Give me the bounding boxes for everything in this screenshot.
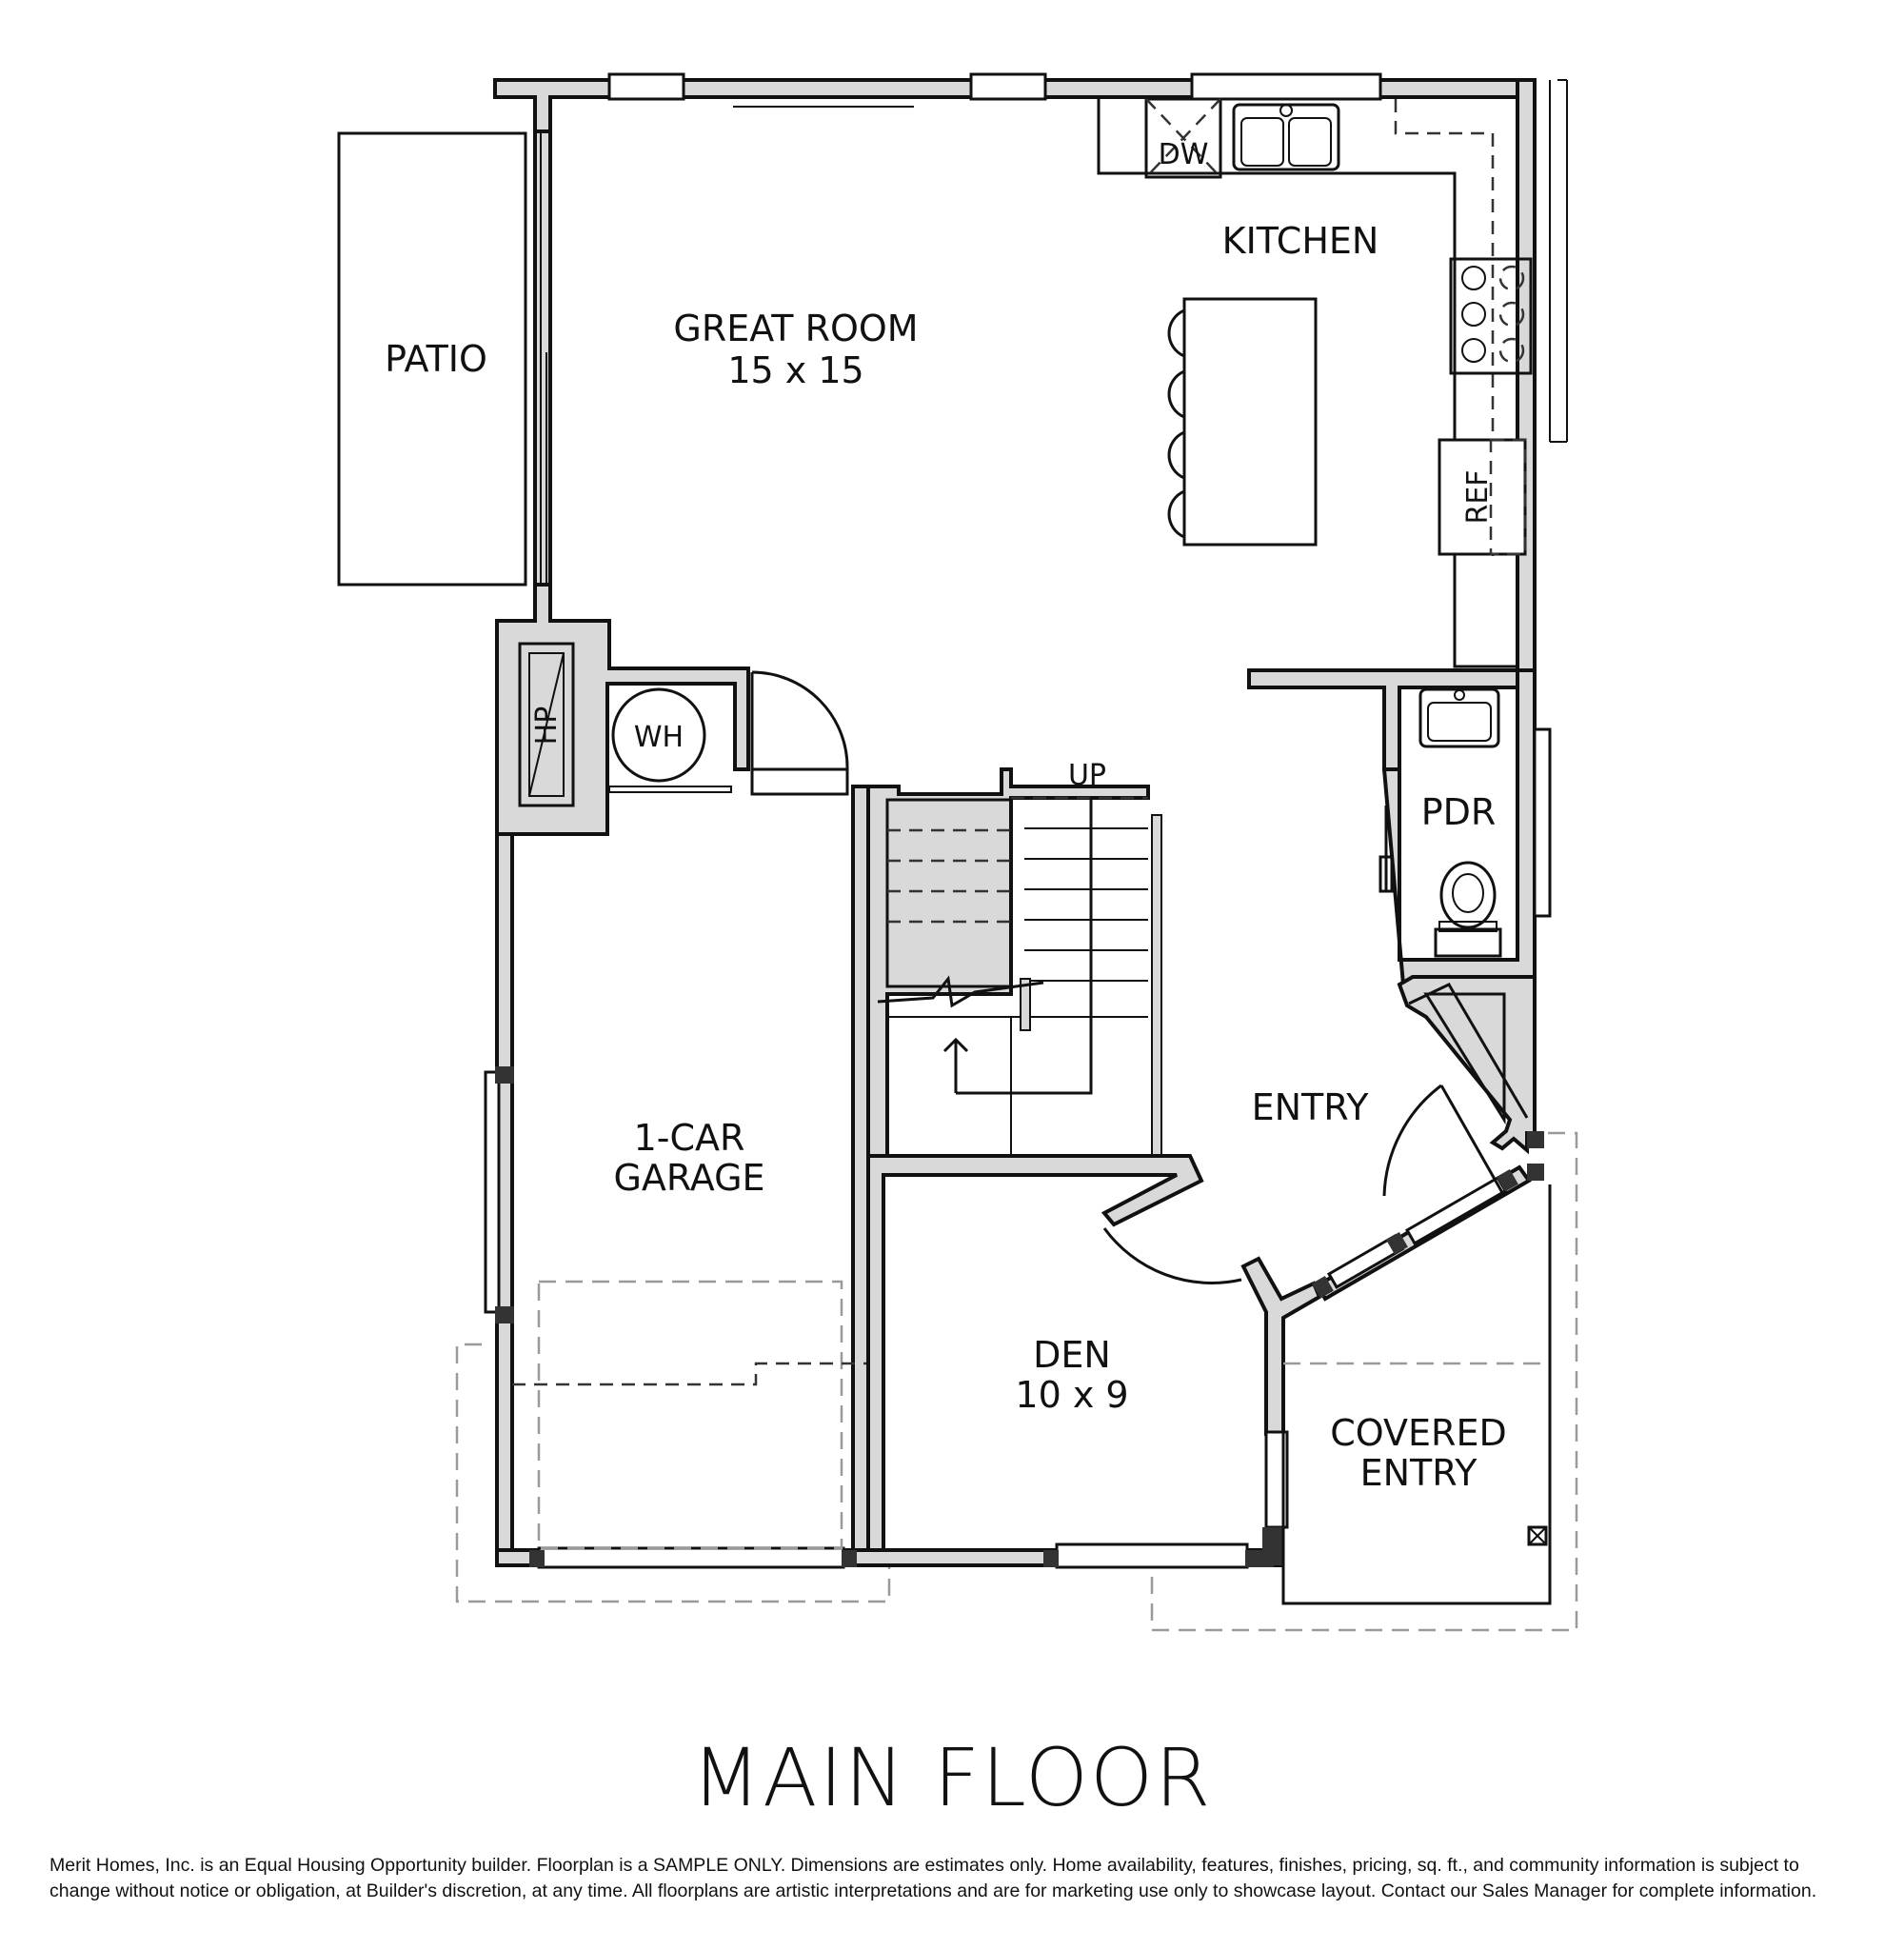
garage-door — [537, 1546, 845, 1569]
hp-label: HP — [530, 706, 564, 746]
right-wall — [1516, 78, 1537, 672]
dishwasher-x2 — [1145, 98, 1221, 178]
faucet-icon — [1279, 104, 1293, 117]
window-top-3 — [1190, 72, 1382, 101]
post-10 — [1497, 1169, 1518, 1192]
toilet-bowl — [1439, 861, 1497, 929]
pdr-label: PDR — [1421, 791, 1497, 833]
post-2 — [495, 1306, 514, 1323]
patio-slab — [337, 131, 527, 587]
great-room-left-wall — [533, 129, 552, 587]
kitchen-sink — [1232, 103, 1340, 171]
front-door-swing — [1382, 1084, 1506, 1197]
column-icon — [1527, 1525, 1548, 1546]
covered-entry-label-2: ENTRY — [1360, 1452, 1478, 1494]
sink-bowl-2 — [1288, 117, 1332, 167]
post-1 — [495, 1066, 514, 1084]
pdr-sink — [1418, 687, 1500, 748]
driveway-dashed — [455, 1343, 891, 1603]
wh-label: WH — [634, 721, 684, 754]
water-heater — [611, 687, 706, 783]
heat-pump — [518, 642, 575, 807]
den-top-wall — [866, 1154, 1204, 1552]
entry-closet-inner — [1423, 992, 1506, 1125]
window-top-1 — [607, 72, 685, 101]
entry-label: ENTRY — [1252, 1086, 1370, 1128]
post-3 — [529, 1550, 545, 1567]
garage-step-dashed — [512, 1362, 868, 1386]
toilet-seat — [1452, 873, 1484, 913]
covered-entry-overhang — [1150, 1131, 1578, 1632]
ref-label: REF — [1461, 469, 1495, 524]
burner-2 — [1461, 302, 1486, 327]
car-outline — [537, 1280, 843, 1550]
kitchen-island — [1182, 297, 1318, 547]
patio-label: PATIO — [385, 338, 487, 380]
garage-door-swing — [750, 670, 849, 770]
toilet-tank — [1434, 927, 1502, 958]
great-room-label: GREAT ROOM — [673, 308, 918, 349]
refrigerator-door-dashed — [1489, 438, 1527, 556]
kitchen-counter — [1097, 99, 1517, 668]
wh-closet-line — [608, 786, 732, 793]
great-room-size: 15 x 15 — [727, 349, 863, 391]
dw-label: DW — [1159, 138, 1209, 171]
den-size: 10 x 9 — [1015, 1374, 1128, 1416]
stool-2 — [1167, 369, 1185, 419]
utility-wall — [495, 583, 750, 836]
covered-entry-label-1: COVERED — [1330, 1412, 1506, 1454]
kitchen-label: KITCHEN — [1222, 220, 1379, 262]
entry-closet-shelf — [1408, 983, 1529, 1119]
post-12 — [1527, 1164, 1544, 1181]
garage-label-1: 1-CAR — [634, 1117, 745, 1159]
burner-4 — [1498, 265, 1525, 291]
den-label: DEN — [1033, 1334, 1111, 1376]
den-door-swing — [1102, 1227, 1242, 1284]
up-label: UP — [1068, 759, 1106, 792]
pdr-faucet-icon — [1454, 689, 1465, 701]
dishwasher — [1144, 97, 1222, 179]
refrigerator — [1438, 438, 1527, 556]
garage-entry-door — [750, 767, 849, 796]
garage-label-2: GARAGE — [613, 1157, 764, 1199]
heat-pump-inner — [528, 652, 565, 797]
floor-title: MAIN FLOOR — [691, 1731, 1213, 1824]
stair-rail-2 — [1020, 978, 1031, 1031]
up-arrow — [942, 798, 1093, 1095]
burner-5 — [1498, 301, 1525, 328]
den-front-window — [1055, 1542, 1249, 1569]
post-8 — [1312, 1276, 1334, 1299]
stair-wall — [866, 767, 1150, 1171]
burner-3 — [1461, 338, 1486, 363]
stair-break-line — [877, 975, 1044, 1008]
entry-closet-wall — [1397, 975, 1537, 1155]
heat-pump-diag — [528, 652, 565, 797]
stool-1 — [1167, 308, 1185, 358]
front-door-panel-2 — [1404, 1175, 1508, 1245]
post-4 — [842, 1550, 857, 1567]
window-top-2 — [969, 72, 1047, 101]
pdr-sink-bowl — [1427, 702, 1492, 742]
stool-3 — [1167, 430, 1185, 480]
post-11 — [1527, 1131, 1544, 1148]
range — [1449, 257, 1533, 375]
stair-rail — [1151, 814, 1162, 1157]
sink-bowl-1 — [1240, 117, 1284, 167]
garage-side-window — [484, 1070, 501, 1314]
post-7 — [1262, 1527, 1283, 1565]
disclaimer-text: Merit Homes, Inc. is an Equal Housing Op… — [50, 1855, 1817, 1901]
post-9 — [1386, 1232, 1408, 1255]
burner-1 — [1461, 266, 1486, 290]
garage-right-wall — [851, 785, 870, 1552]
burner-6 — [1498, 337, 1525, 364]
post-5 — [1043, 1550, 1059, 1567]
pdr-door-stop — [1378, 806, 1394, 893]
toilet-tank-lid — [1438, 921, 1497, 932]
pdr-window — [1533, 727, 1552, 918]
stool-4 — [1167, 489, 1185, 539]
column-x2 — [1528, 1526, 1547, 1545]
den-right-wall — [1240, 1256, 1322, 1436]
covered-entry-outline — [1281, 1184, 1552, 1605]
